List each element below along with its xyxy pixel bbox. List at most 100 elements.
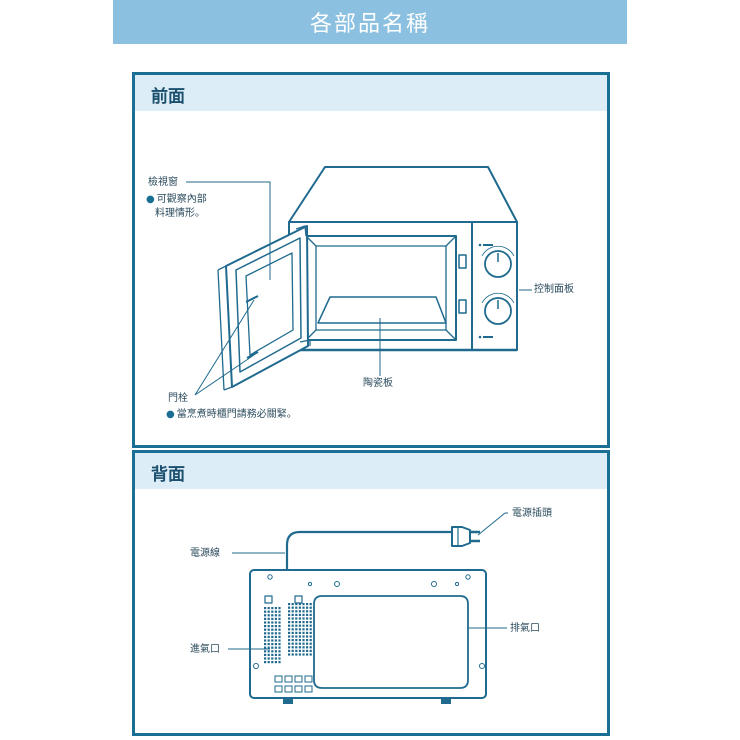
vent-hole — [302, 606, 305, 609]
vent-hole — [264, 657, 267, 660]
vent-hole — [271, 614, 274, 617]
vent-hole — [295, 642, 298, 645]
window-note: 可觀察內部 — [146, 193, 207, 207]
vent-hole — [288, 639, 291, 642]
back-heading: 背面 — [151, 465, 185, 485]
vent-hole — [302, 653, 305, 656]
vent-hole — [302, 639, 305, 642]
vent-hole — [295, 631, 298, 634]
vent-hole — [306, 649, 309, 652]
vent-hole — [271, 650, 274, 653]
vent-hole — [291, 642, 294, 645]
vent-hole — [302, 624, 305, 627]
vent-hole — [274, 646, 277, 649]
back-heading-bar: 背面 — [135, 453, 607, 489]
vent-hole — [274, 643, 277, 646]
vent-hole — [278, 628, 281, 631]
vent-hole — [291, 649, 294, 652]
vent-hole — [271, 625, 274, 628]
vent-hole — [295, 610, 298, 613]
vent-hole — [278, 650, 281, 653]
vent-hole — [267, 614, 270, 617]
vent-hole — [267, 639, 270, 642]
vent-hole — [302, 617, 305, 620]
vent-hole — [278, 635, 281, 638]
vent-hole — [298, 606, 301, 609]
vent-hole — [267, 621, 270, 624]
vent-hole — [278, 646, 281, 649]
vent-hole — [267, 610, 270, 613]
vent-hole — [278, 617, 281, 620]
vent-hole — [302, 649, 305, 652]
vent-hole — [291, 603, 294, 606]
vent-hole — [288, 610, 291, 613]
vent-hole — [274, 635, 277, 638]
vent-hole — [271, 621, 274, 624]
vent-hole — [274, 661, 277, 664]
front-heading: 前面 — [151, 87, 185, 107]
vent-hole — [298, 642, 301, 645]
ceramic-tray-label: 陶瓷板 — [363, 378, 393, 389]
terminal-block — [274, 675, 283, 683]
vent-hole — [295, 628, 298, 631]
vent-hole — [295, 606, 298, 609]
terminal-block — [304, 675, 313, 683]
vent-hole — [309, 613, 312, 616]
vent-hole — [298, 639, 301, 642]
terminal-block — [294, 685, 303, 693]
terminal-block — [284, 685, 293, 693]
vent-hole — [271, 617, 274, 620]
vent-hole — [278, 625, 281, 628]
vent-hole — [298, 610, 301, 613]
front-heading-bar: 前面 — [135, 75, 607, 111]
vent-hole — [302, 628, 305, 631]
vent-hole — [288, 606, 291, 609]
vent-hole — [306, 653, 309, 656]
vent-hole — [271, 632, 274, 635]
vent-hole — [306, 603, 309, 606]
terminal-block — [304, 685, 313, 693]
vent-hole — [306, 610, 309, 613]
window-note-line2: 料理情形。 — [155, 208, 205, 219]
vent-hole — [264, 628, 267, 631]
vent-hole — [306, 635, 309, 638]
vent-hole — [302, 635, 305, 638]
vent-hole — [295, 635, 298, 638]
vent-hole — [278, 643, 281, 646]
vent-hole — [295, 649, 298, 652]
vent-hole — [271, 657, 274, 660]
vent-hole — [278, 614, 281, 617]
vent-hole — [291, 613, 294, 616]
vent-hole — [288, 635, 291, 638]
vent-hole — [309, 649, 312, 652]
vent-hole — [274, 607, 277, 610]
vent-hole — [291, 628, 294, 631]
vent-hole — [267, 650, 270, 653]
vent-hole — [288, 617, 291, 620]
vent-hole — [302, 621, 305, 624]
vent-hole — [274, 617, 277, 620]
vent-hole — [271, 607, 274, 610]
vent-hole — [274, 610, 277, 613]
vent-hole — [267, 607, 270, 610]
vent-hole — [278, 639, 281, 642]
power-cord-label: 電源線 — [190, 548, 220, 559]
vent-hole — [309, 606, 312, 609]
vent-hole — [267, 635, 270, 638]
vent-hole — [298, 646, 301, 649]
vent-hole — [271, 653, 274, 656]
vent-hole — [264, 639, 267, 642]
page-title: 各部品名稱 — [113, 0, 627, 44]
vent-hole — [298, 621, 301, 624]
vent-hole — [271, 635, 274, 638]
vent-hole — [264, 632, 267, 635]
vent-hole — [278, 607, 281, 610]
vent-hole — [288, 624, 291, 627]
vent-hole — [295, 639, 298, 642]
vent-hole — [302, 613, 305, 616]
vent-hole — [267, 646, 270, 649]
front-panel: 前面 — [132, 72, 610, 448]
vent-hole — [274, 653, 277, 656]
vent-hole — [267, 632, 270, 635]
